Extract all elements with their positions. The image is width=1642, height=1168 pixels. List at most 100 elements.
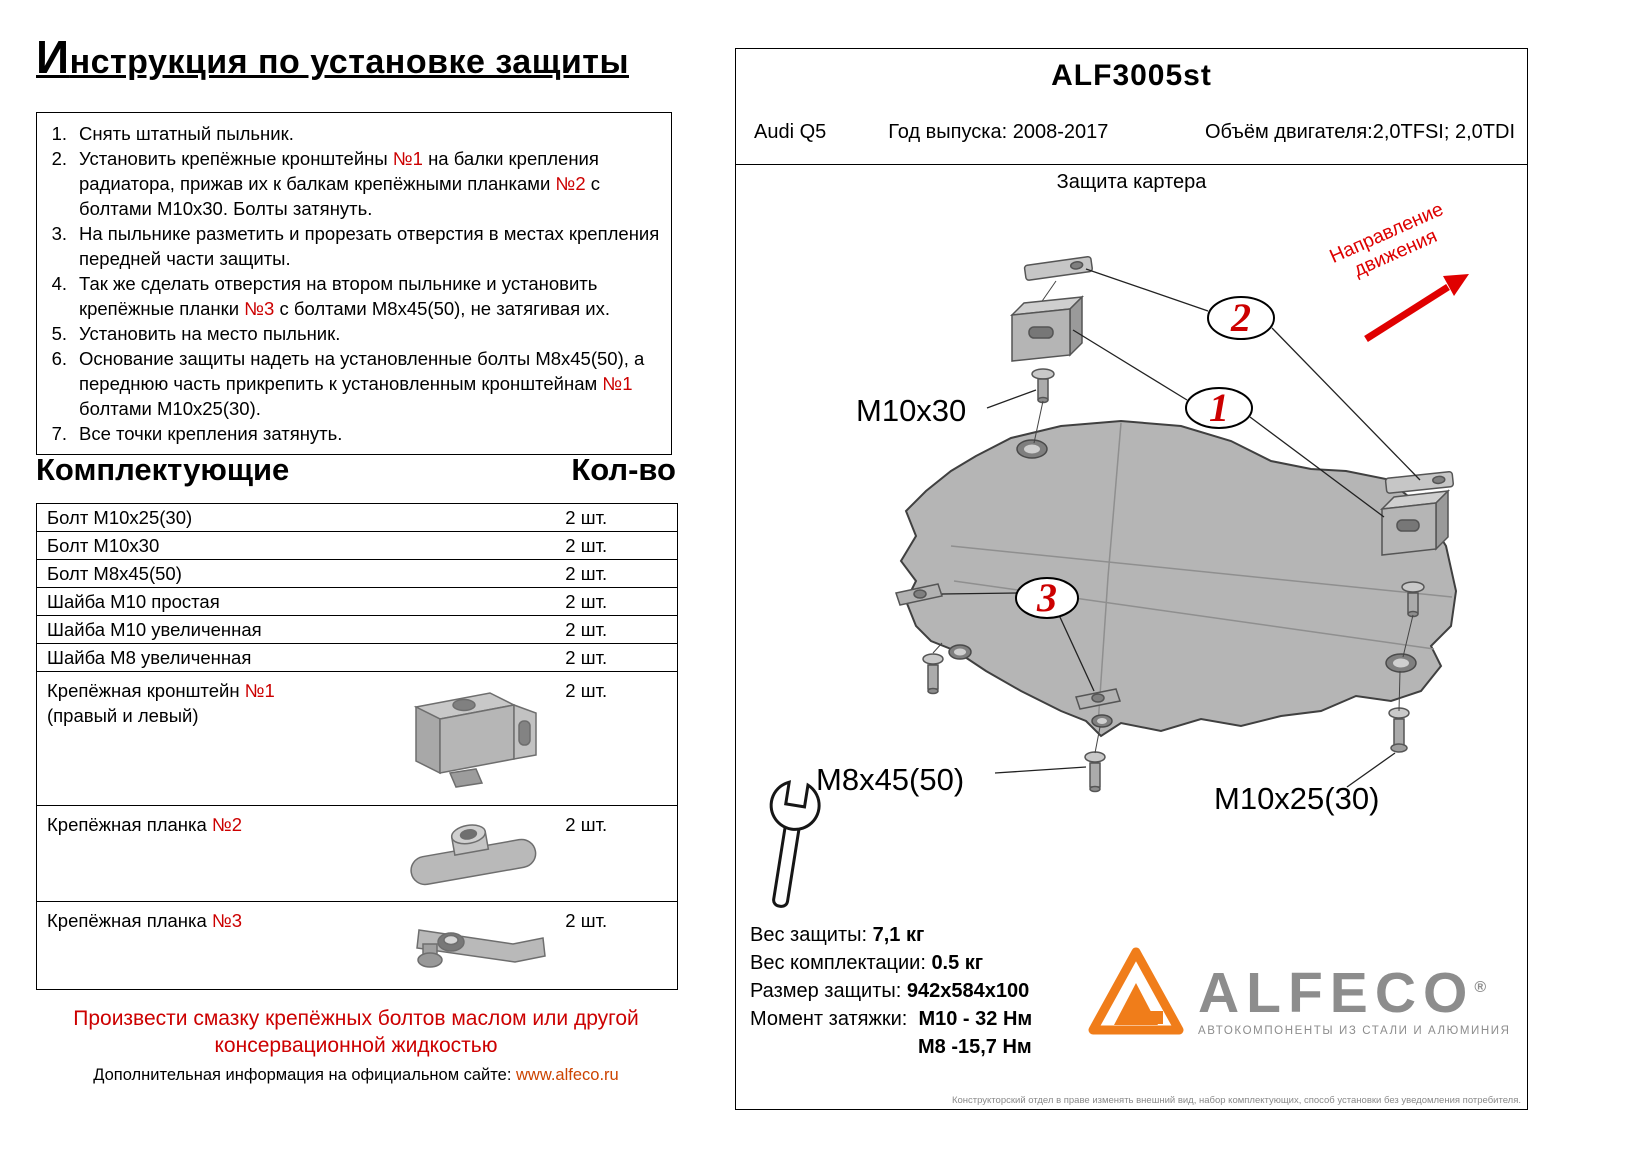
part-image-empty [385, 615, 562, 644]
callout-lines [941, 268, 1421, 788]
divider [736, 164, 1527, 165]
page-title: Инструкция по установке защиты [36, 31, 629, 83]
site-link[interactable]: www.alfeco.ru [516, 1066, 619, 1084]
instruction-item: 6.Основание защиты надеть на установленн… [43, 346, 661, 421]
part-qty: 2 шт. [565, 507, 608, 528]
instruction-number: 7. [51, 423, 67, 444]
instruction-number: 4. [51, 273, 67, 294]
clamp-no3-image [416, 929, 546, 968]
part-name-line2: (правый и левый) [47, 705, 199, 726]
instruction-text: На пыльнике разметить и прорезать отверс… [79, 223, 660, 269]
parts-table-row: Болт М8х45(50) 2 шт. [36, 559, 678, 588]
plate-holes [948, 439, 1417, 728]
label-m10x30: М10х30 [856, 393, 966, 428]
instruction-item: 4. Так же сделать отверстия на втором пыл… [43, 271, 661, 321]
part-qty: 2 шт. [561, 643, 678, 672]
spec-value: М10 - 32 Нм [918, 1008, 1033, 1030]
part-qty: 2 шт. [561, 531, 678, 560]
callout-3: 3 [1015, 575, 1079, 620]
instruction-number: 6. [51, 348, 67, 369]
spec-value: 7,1 кг [872, 924, 925, 946]
engine-label: Объём двигателя:2,0TFSI; 2,0TDI [1205, 121, 1515, 143]
callout-2-number: 2 [1230, 295, 1251, 340]
spec-line: Размер защиты: 942х584х100 [750, 977, 1032, 1005]
spec-line: Вес защиты: 7,1 кг [750, 921, 1032, 949]
instruction-item: 3. На пыльнике разметить и прорезать отве… [43, 221, 661, 271]
parts-table-row: Шайба М8 увеличенная 2 шт. [36, 643, 678, 672]
logo-tagline: АВТОКОМПОНЕНТЫ ИЗ СТАЛИ И АЛЮМИНИЯ [1198, 1025, 1511, 1037]
qty-heading: Кол-во [571, 452, 676, 487]
part-qty: 2 шт. [561, 805, 678, 902]
part-image-empty [385, 504, 561, 532]
year-label: Год выпуска: 2008-2017 [888, 121, 1109, 143]
part-qty: 2 шт. [561, 587, 678, 616]
plate-no2-image [410, 824, 537, 886]
specs-list: Вес защиты: 7,1 кг Вес комплектации: 0.5 … [750, 921, 1032, 1061]
panel-info-row: Audi Q5 Год выпуска: 2008-2017 Объём дви… [754, 121, 1515, 144]
parts-table-row: Крепёжная планка №3 2 шт. [36, 901, 678, 990]
clamp-middle [1075, 688, 1121, 793]
parts-table-row: Шайба М10 простая 2 шт. [36, 587, 678, 616]
bracket-left [1009, 255, 1094, 404]
alfeco-logo: ALFECO® АВТОКОМПОНЕНТЫ ИЗ СТАЛИ И АЛЮМИН… [1088, 945, 1511, 1037]
part-name: Шайба М8 увеличенная [36, 643, 386, 672]
clamp-left [895, 583, 944, 695]
instructions-box: 1.Снять штатный пыльник.2.Установить кре… [36, 112, 672, 455]
bolt-right-bottom [1388, 707, 1410, 753]
bolt-axis-lines [932, 400, 1414, 754]
parts-table-row: Крепёжная кронштейн №1(правый и левый) 2… [36, 671, 678, 806]
part-name: Крепёжная кронштейн №1(правый и левый) [36, 671, 386, 806]
part-name: Крепёжная планка №3 [36, 901, 386, 990]
clamp-no3-image-cell [385, 901, 562, 990]
logo-name-text: ALFECO [1198, 960, 1475, 1025]
part-qty: 2 шт. [561, 559, 678, 588]
logo-name: ALFECO® [1198, 964, 1511, 1021]
parts-heading: Комплектующие [36, 452, 290, 487]
spec-line: М8 -15,7 Нм [750, 1033, 1032, 1061]
instruction-number: 2. [51, 148, 67, 169]
instruction-text: Снять штатный пыльник. [79, 123, 294, 144]
registered-mark: ® [1474, 978, 1487, 996]
instruction-text: Так же сделать отверстия на втором пыльн… [79, 273, 610, 319]
part-qty: 2 шт. [561, 901, 678, 990]
spec-value: 942х584х100 [906, 980, 1030, 1002]
spec-value: 0.5 кг [931, 952, 984, 974]
instruction-item: 5.Установить на место пыльник. [43, 321, 661, 346]
parts-table-row: Крепёжная планка №2 2 шт. [36, 805, 678, 902]
spec-label: Момент затяжки: [750, 1008, 919, 1030]
alfeco-triangle-icon [1088, 947, 1184, 1035]
plate-no2-image-cell [385, 805, 562, 902]
wrench-icon [769, 780, 821, 908]
spec-label: Вес комплектации: [750, 952, 932, 974]
part-name: Крепёжная планка №2 [36, 805, 386, 902]
site-info: Дополнительная информация на официальном… [36, 1066, 676, 1085]
direction-arrow [1364, 274, 1469, 342]
diagram-title: Защита картера [1056, 171, 1207, 193]
instruction-text: Все точки крепления затянуть. [79, 423, 343, 444]
part-qty: 2 шт. [561, 615, 678, 644]
skid-plate [899, 419, 1458, 738]
logo-text: ALFECO® АВТОКОМПОНЕНТЫ ИЗ СТАЛИ И АЛЮМИН… [1198, 964, 1511, 1037]
bracket-no1-image-cell [385, 671, 562, 806]
part-name: Шайба М10 простая [36, 587, 386, 616]
diagram: 2 1 3 М10х30 М8х45(50) М10х25(30) [736, 197, 1529, 921]
parts-header: Комплектующие Кол-во [36, 452, 676, 488]
spec-value: М8 -15,7 Нм [918, 1036, 1032, 1058]
spec-panel: ALF3005st Audi Q5 Год выпуска: 2008-2017… [735, 48, 1528, 1110]
callout-1-number: 1 [1209, 385, 1229, 430]
instruction-number: 5. [51, 323, 67, 344]
part-image-empty [385, 587, 562, 616]
instruction-number: 3. [51, 223, 67, 244]
label-m8x45: М8х45(50) [816, 762, 964, 797]
skid-plate-diagram: 2 1 3 М10х30 М8х45(50) М10х25(30) [769, 255, 1469, 908]
part-image-empty [385, 559, 562, 588]
instruction-item: 1.Снять штатный пыльник. [43, 121, 661, 146]
callout-2: 2 [1207, 295, 1275, 340]
instruction-item: 7. Все точки крепления затянуть. [43, 421, 661, 446]
bracket-right [1379, 471, 1454, 618]
spec-label: Размер защиты: [750, 980, 907, 1002]
part-name: Болт М8х45(50) [36, 559, 386, 588]
part-image-empty [385, 531, 562, 560]
